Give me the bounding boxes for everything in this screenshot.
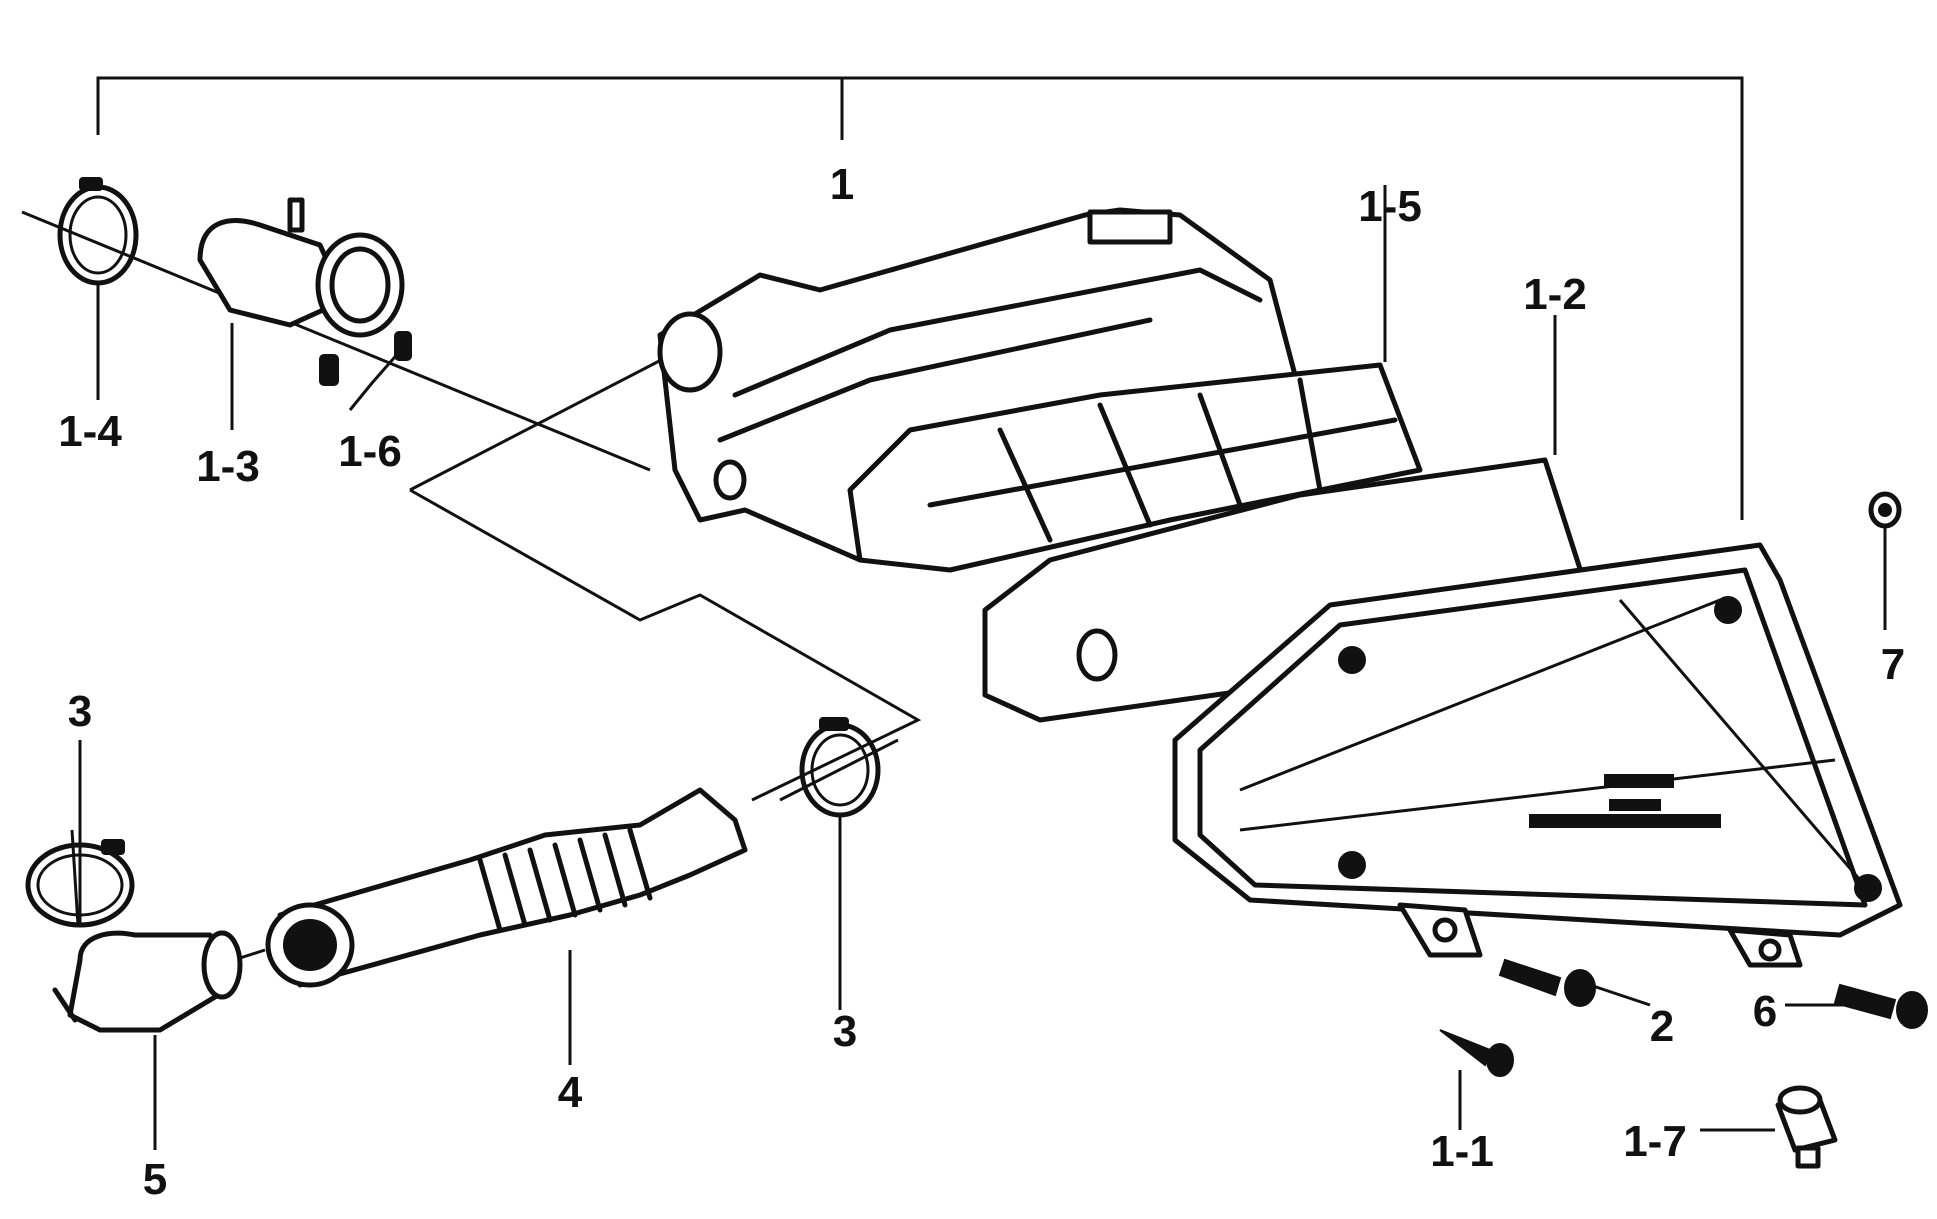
clamp-3-right (779, 717, 899, 818)
label-part-4: 4 (557, 1068, 583, 1117)
air-cleaner-cover (1172, 542, 1903, 968)
label-part-1: 1 (829, 160, 855, 209)
label-part-3-left: 3 (67, 687, 93, 736)
elbow-5 (52, 930, 243, 1033)
screw-1-1 (1439, 1029, 1514, 1077)
label-part-6: 6 (1752, 987, 1778, 1036)
label-part-3-right: 3 (832, 1007, 858, 1056)
filter-1-5 (847, 362, 1423, 573)
label-part-1-1: 1-1 (1430, 1127, 1494, 1176)
bolt-6 (1833, 983, 1928, 1029)
bolt-2 (1498, 958, 1596, 1007)
label-part-2: 2 (1649, 1002, 1675, 1051)
clamp-1-4 (57, 177, 139, 286)
label-part-1-5: 1-5 (1358, 182, 1422, 231)
screws-1-6 (319, 331, 412, 386)
label-part-1-7: 1-7 (1623, 1117, 1687, 1166)
leader-lines (78, 185, 1887, 1150)
label-part-1-3: 1-3 (196, 442, 260, 491)
label-part-1-2: 1-2 (1523, 270, 1587, 319)
assembly-bracket (96, 76, 1744, 520)
label-part-1-4: 1-4 (58, 407, 122, 456)
label-part-7: 7 (1880, 640, 1906, 689)
drain-plug-1-7 (1775, 1085, 1838, 1169)
intake-tube-4 (265, 787, 748, 988)
grommet-7 (1868, 491, 1902, 529)
clamp-3-left (25, 829, 135, 928)
label-part-5: 5 (142, 1155, 168, 1204)
elbow-tube-1-3 (197, 197, 405, 338)
label-part-1-6: 1-6 (338, 427, 402, 476)
